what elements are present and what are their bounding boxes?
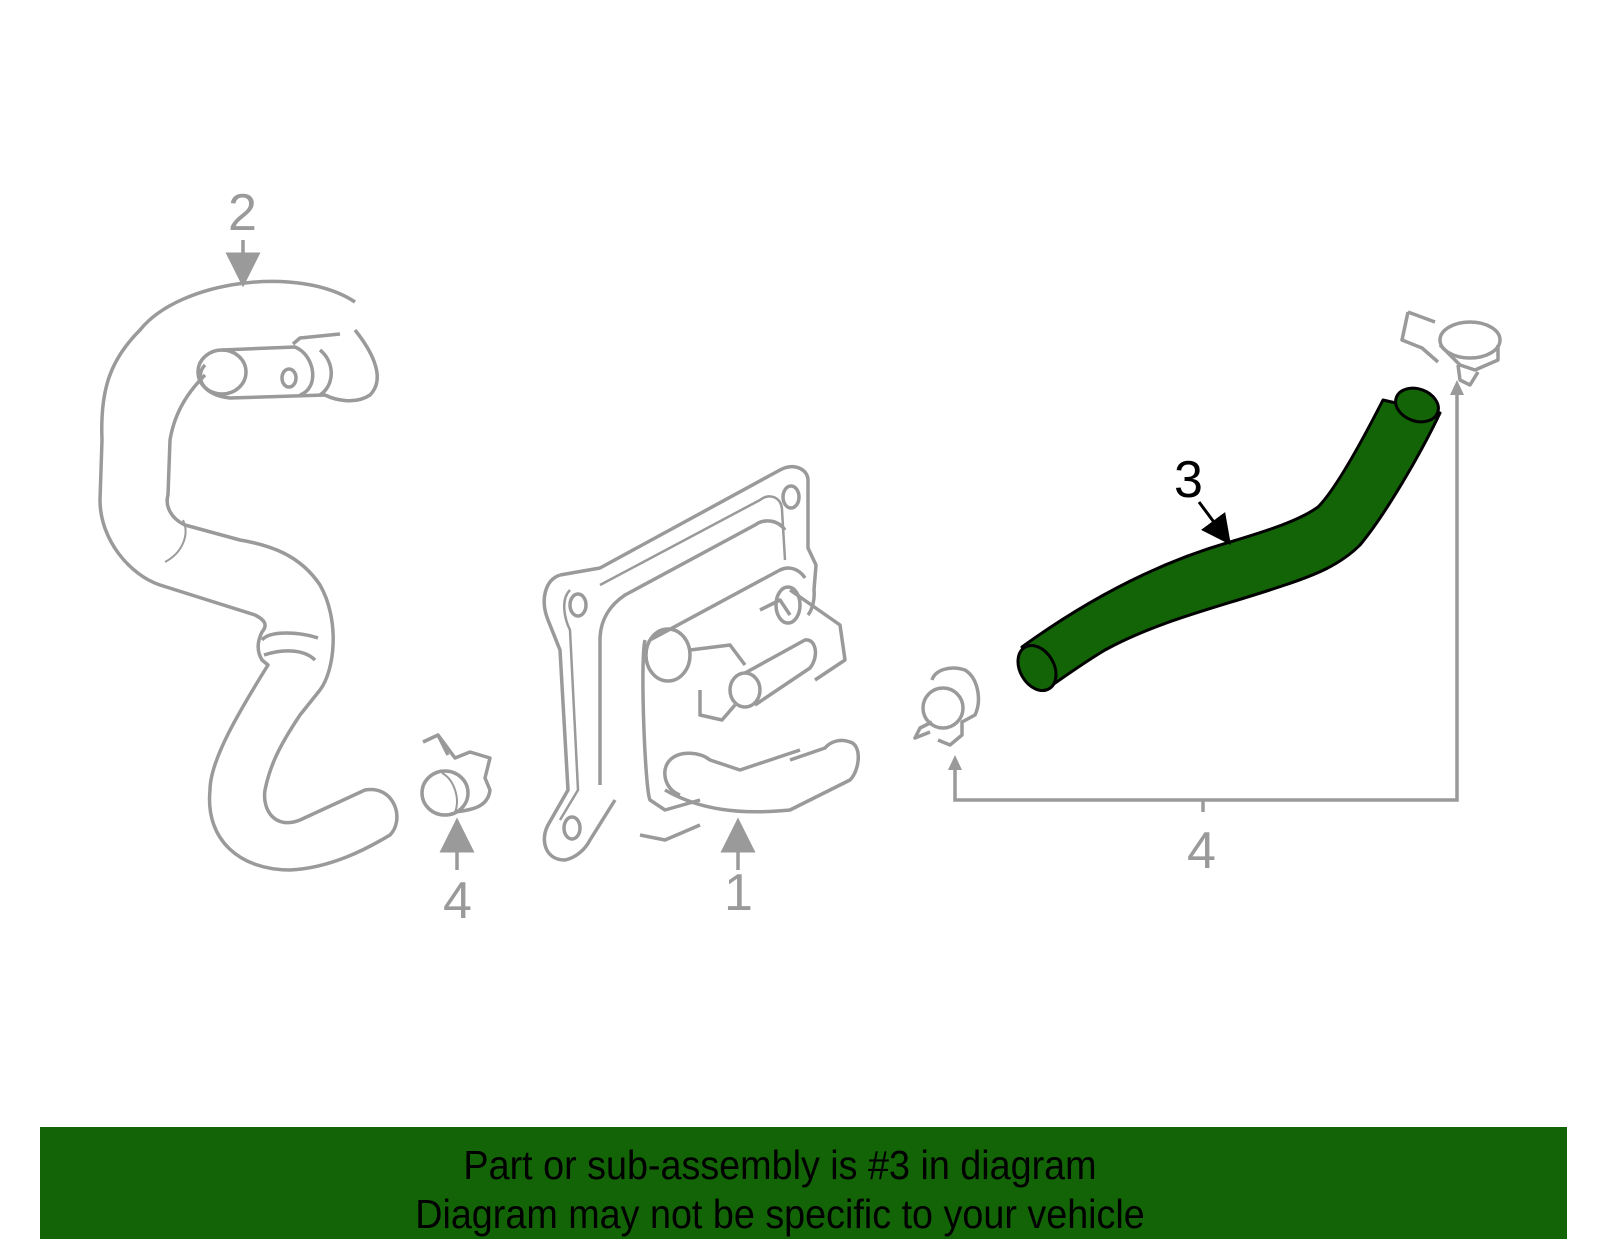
callout-3-leader: [1197, 501, 1231, 546]
part-1-oil-cooler[interactable]: [542, 465, 860, 862]
banner-line-2: Diagram may not be specific to your vehi…: [415, 1191, 1145, 1237]
callout-1-label: 1: [724, 864, 753, 922]
callout-4-right-bracket: [953, 390, 1459, 802]
part-2-hose[interactable]: [98, 279, 399, 872]
part-4-clamp-left[interactable]: [420, 733, 492, 817]
callout-4-right-label: 4: [1187, 822, 1216, 880]
info-banner: Part or sub-assembly is #3 in diagram Di…: [40, 1127, 1567, 1239]
part-4-clamp-upper[interactable]: [1400, 310, 1502, 387]
banner-line-1: Part or sub-assembly is #3 in diagram: [463, 1142, 1097, 1188]
part-3-hose-highlighted[interactable]: [1010, 382, 1443, 697]
callout-4-left-label: 4: [443, 872, 472, 930]
callout-3-label: 3: [1174, 451, 1203, 509]
callout-2-label: 2: [228, 184, 257, 242]
part-4-clamp-middle[interactable]: [913, 666, 981, 747]
